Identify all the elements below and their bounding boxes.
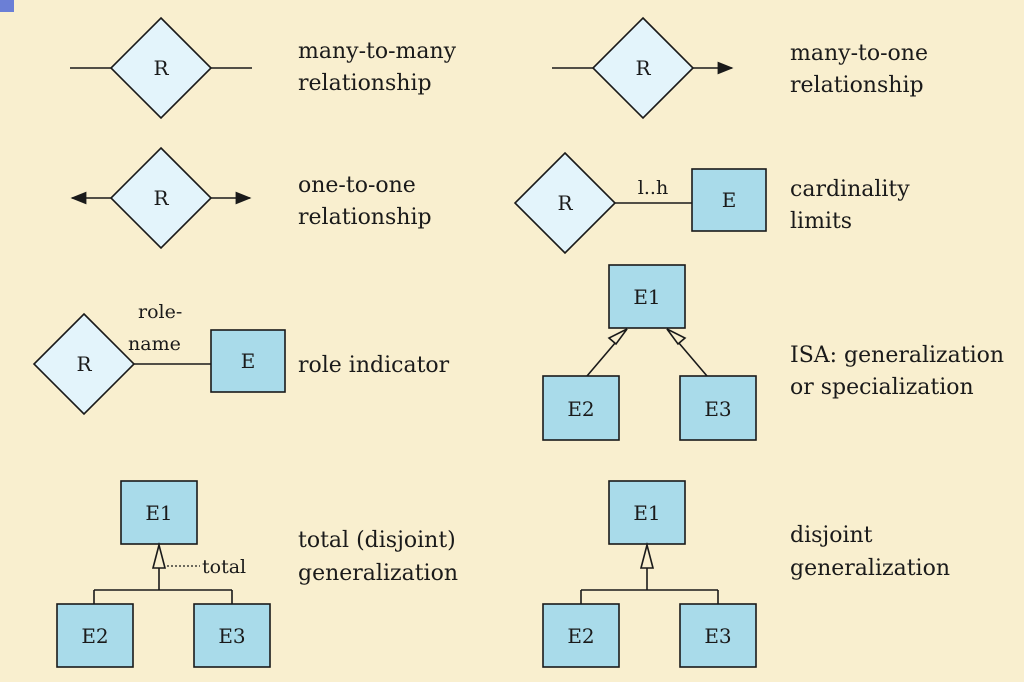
relationship-label: R xyxy=(557,191,573,215)
child-entity-box xyxy=(542,375,620,441)
caption-line: one-to-one xyxy=(298,173,416,198)
cardinality-label: l..h xyxy=(638,177,668,199)
cardinality-symbol: R l..h E xyxy=(513,151,767,255)
disjoint-generalization-symbol: E1 E2 E3 xyxy=(542,480,757,668)
parent-entity-box xyxy=(608,264,686,329)
entity-box xyxy=(210,329,286,393)
child-entity-box xyxy=(193,603,271,668)
relationship-diamond xyxy=(513,151,617,255)
caption-line: generalization xyxy=(298,561,458,586)
relationship-diamond xyxy=(591,16,695,120)
entity-label: E3 xyxy=(704,397,731,421)
relationship-label: R xyxy=(153,186,169,210)
child-entity-box xyxy=(542,603,620,668)
parent-entity-box xyxy=(120,480,198,545)
caption-line: ISA: generalization xyxy=(790,343,1004,368)
entity-box xyxy=(691,168,767,232)
entity-label: E2 xyxy=(567,624,594,648)
isa-arrowhead xyxy=(151,541,167,569)
caption-line: limits xyxy=(790,209,852,234)
relationship-label: R xyxy=(153,56,169,80)
entity-label: E1 xyxy=(145,501,172,525)
caption-line: many-to-one xyxy=(790,41,928,66)
caption-line: disjoint xyxy=(790,523,873,548)
caption-line: cardinality xyxy=(790,177,910,202)
parent-entity-box xyxy=(608,480,686,545)
isa-arrowhead xyxy=(639,541,655,569)
entity-label: E1 xyxy=(633,501,660,525)
many-to-one-symbol: R xyxy=(552,16,734,120)
entity-label: E xyxy=(241,349,256,373)
relationship-label: R xyxy=(635,56,651,80)
caption-line: relationship xyxy=(298,71,432,96)
many-to-many-symbol: R xyxy=(70,16,252,120)
isa-symbol: E1 E2 E3 xyxy=(542,264,757,441)
caption-line: relationship xyxy=(790,73,924,98)
child-entity-box xyxy=(679,375,757,441)
caption-line: many-to-many xyxy=(298,39,457,64)
total-generalization-symbol: E1 total E2 E3 xyxy=(56,480,271,668)
corner-accent xyxy=(0,0,14,12)
relationship-label: R xyxy=(76,352,92,376)
relationship-diamond xyxy=(109,16,213,120)
role-name-line: role- xyxy=(138,301,182,323)
caption-line: total (disjoint) xyxy=(298,528,456,553)
relationship-diamond xyxy=(109,146,213,250)
relationship-diamond xyxy=(32,312,136,416)
role-indicator-symbol: R role- name E xyxy=(32,301,286,416)
entity-label: E2 xyxy=(81,624,108,648)
entity-label: E2 xyxy=(567,397,594,421)
child-entity-box xyxy=(56,603,134,668)
isa-arrowhead xyxy=(607,328,628,346)
one-to-one-symbol: R xyxy=(70,146,252,250)
role-name-line: name xyxy=(128,333,181,355)
caption-line: or specialization xyxy=(790,375,974,400)
caption-line: relationship xyxy=(298,205,432,230)
total-label: total xyxy=(202,556,246,578)
entity-label: E3 xyxy=(218,624,245,648)
entity-label: E1 xyxy=(633,285,660,309)
isa-arrowhead xyxy=(666,328,687,346)
entity-label: E3 xyxy=(704,624,731,648)
caption-line: role indicator xyxy=(298,353,450,378)
child-entity-box xyxy=(679,603,757,668)
entity-label: E xyxy=(722,188,737,212)
caption-line: generalization xyxy=(790,556,950,581)
